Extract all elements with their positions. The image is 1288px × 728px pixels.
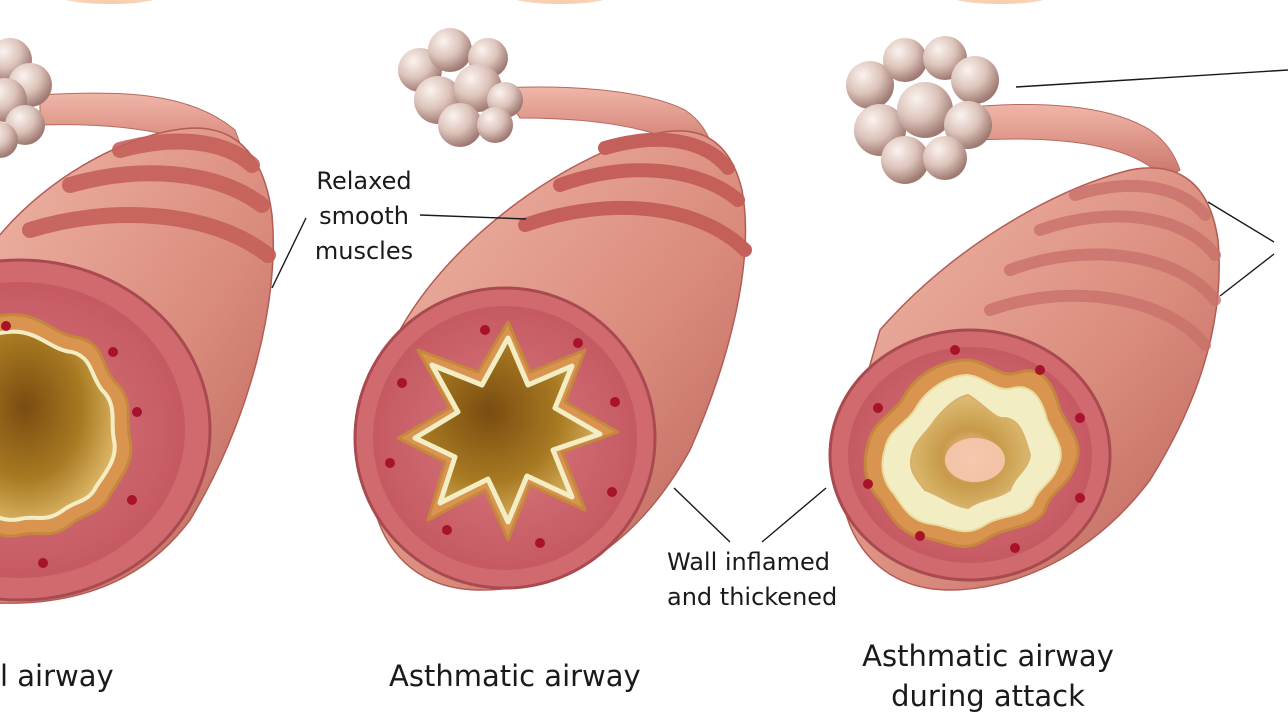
top-blob bbox=[956, 0, 1044, 4]
caption-attack-line-2: during attack bbox=[891, 679, 1085, 713]
leader-line-wall-right bbox=[761, 487, 827, 543]
leader-lines bbox=[271, 69, 1288, 543]
leader-line-top-right bbox=[1015, 69, 1288, 88]
caption-attack-airway: Asthmatic airway during attack bbox=[838, 636, 1138, 716]
relaxed-label-line-2: smooth bbox=[319, 202, 409, 230]
relaxed-smooth-muscles-label: Relaxed smooth muscles bbox=[308, 164, 420, 269]
top-blob bbox=[516, 0, 604, 4]
leader-line-relaxed-left bbox=[271, 217, 307, 289]
wall-inflamed-label: Wall inflamed and thickened bbox=[667, 545, 837, 615]
alveoli-cluster bbox=[846, 36, 999, 184]
attack-airway-illustration bbox=[828, 36, 1221, 591]
leader-line-relaxed-right bbox=[419, 214, 527, 220]
caption-normal-airway: l airway bbox=[0, 656, 114, 696]
caption-asthmatic-airway: Asthmatic airway bbox=[389, 656, 641, 696]
relaxed-label-line-1: Relaxed bbox=[316, 167, 412, 195]
leader-line-fold-lower bbox=[1219, 253, 1275, 297]
normal-airway-illustration bbox=[0, 38, 276, 604]
leader-line-wall-left bbox=[673, 487, 731, 543]
asthmatic-airway-illustration bbox=[353, 28, 752, 591]
caption-asthmatic-text: Asthmatic airway bbox=[389, 659, 641, 693]
wall-label-line-2: and thickened bbox=[667, 583, 838, 611]
wall-label-line-1: Wall inflamed bbox=[667, 548, 830, 576]
alveoli-cluster bbox=[398, 28, 523, 147]
top-blob bbox=[66, 0, 154, 4]
alveoli-cluster bbox=[0, 38, 52, 158]
caption-attack-line-1: Asthmatic airway bbox=[862, 639, 1114, 673]
relaxed-label-line-3: muscles bbox=[314, 237, 414, 265]
caption-normal-text: l airway bbox=[0, 659, 114, 693]
leader-line-fold-upper bbox=[1207, 201, 1275, 243]
